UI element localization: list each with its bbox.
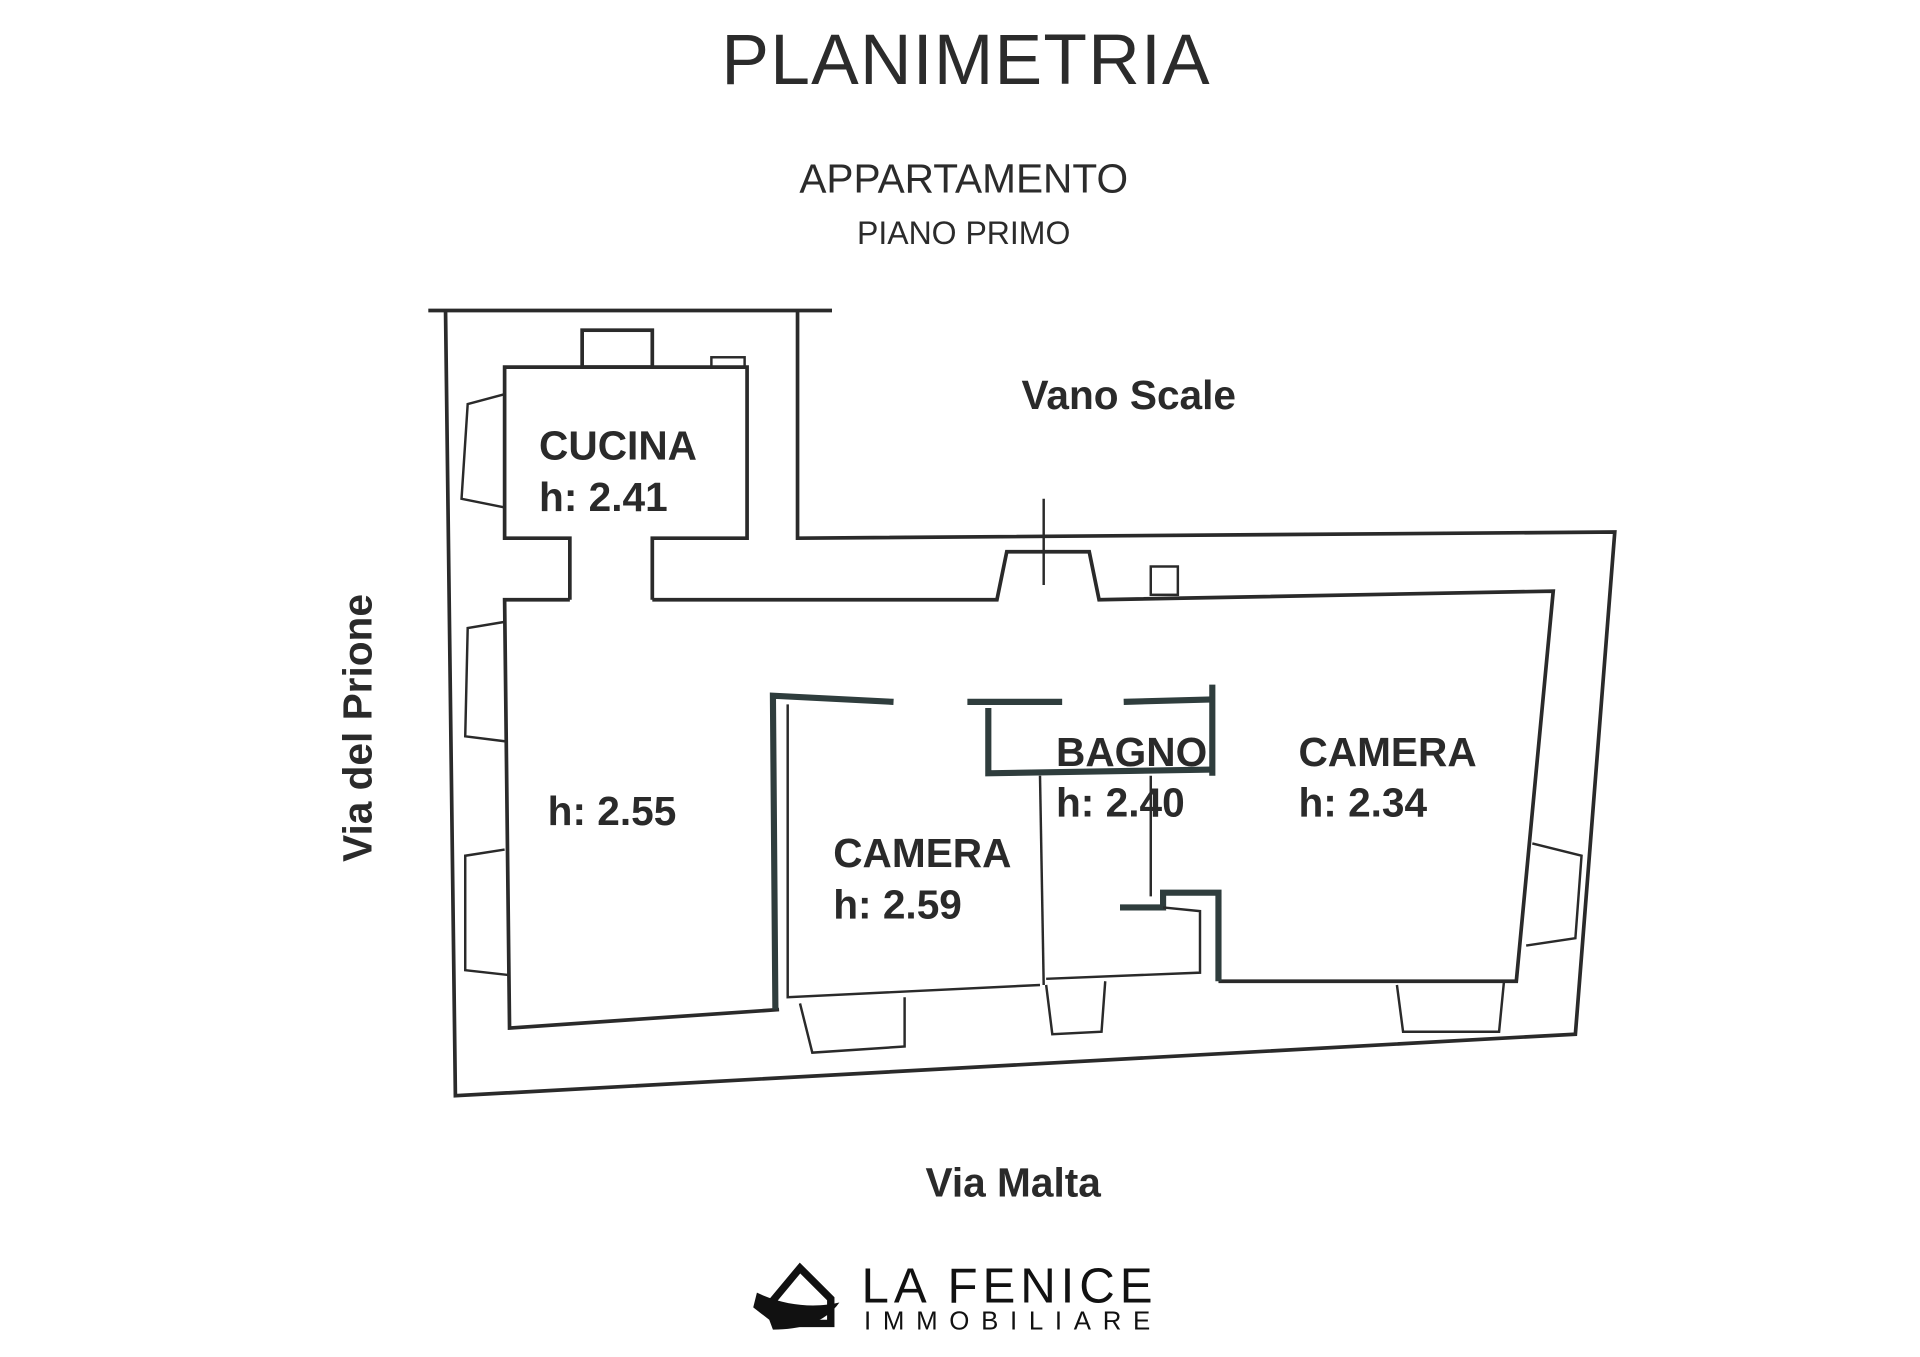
floor-label: PIANO PRIMO bbox=[857, 215, 1070, 251]
company-logo: LA FENICE IMMOBILIARE bbox=[753, 1259, 1162, 1336]
page-title: PLANIMETRIA bbox=[721, 20, 1210, 100]
room-name: CAMERA bbox=[1298, 729, 1476, 775]
room-height: h: 2.34 bbox=[1298, 779, 1427, 825]
page-subtitle: APPARTAMENTO bbox=[799, 155, 1128, 201]
room-height: h: 2.59 bbox=[833, 881, 962, 927]
street-left-label: Via del Prione bbox=[335, 594, 381, 862]
room-bathroom: BAGNO h: 2.40 bbox=[1056, 729, 1207, 825]
logo-line1: LA FENICE bbox=[862, 1259, 1158, 1314]
room-height: h: 2.55 bbox=[548, 788, 677, 834]
stairwell-label: Vano Scale bbox=[1022, 372, 1236, 418]
room-height: h: 2.41 bbox=[539, 474, 668, 520]
room-kitchen: CUCINA h: 2.41 bbox=[539, 422, 697, 520]
phoenix-house-icon bbox=[753, 1262, 840, 1330]
room-name: CAMERA bbox=[833, 830, 1011, 876]
floorplan-walls bbox=[428, 308, 1617, 1098]
room-bedroom-2: CAMERA h: 2.34 bbox=[1298, 729, 1476, 825]
room-height: h: 2.40 bbox=[1056, 779, 1185, 825]
room-name: CUCINA bbox=[539, 422, 697, 468]
room-name: BAGNO bbox=[1056, 729, 1207, 775]
logo-line2: IMMOBILIARE bbox=[864, 1308, 1162, 1336]
room-living: h: 2.55 bbox=[548, 788, 677, 834]
room-bedroom-1: CAMERA h: 2.59 bbox=[833, 830, 1011, 928]
street-bottom-label: Via Malta bbox=[926, 1160, 1102, 1206]
